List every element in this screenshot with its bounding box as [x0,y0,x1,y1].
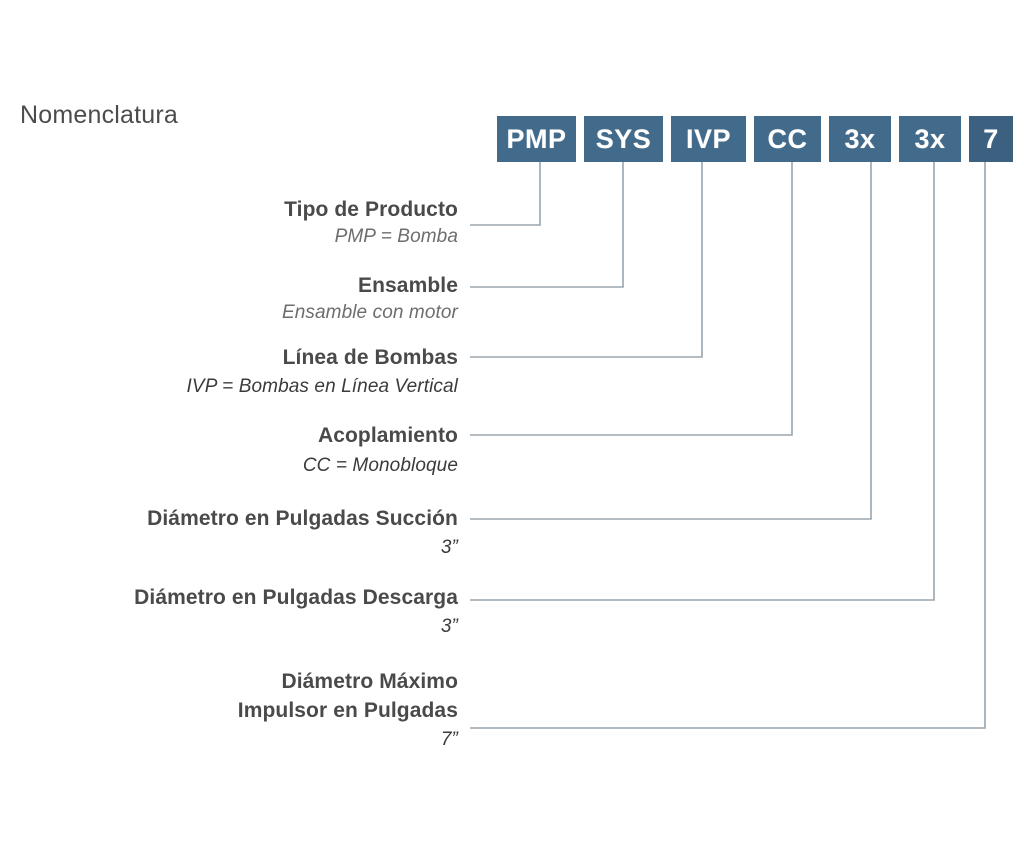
connector-row-5 [470,162,872,520]
connector-row-4 [470,162,793,436]
code-box-label: CC [767,123,808,154]
code-box-label: 7 [983,123,999,154]
code-box-cc[interactable]: CC [754,116,821,162]
page-title: Nomenclatura [20,101,179,129]
code-box-label: SYS [595,123,652,154]
connector-row-2 [470,162,624,288]
code-box-label: 3x [844,123,876,154]
row-2-title: Ensamble [357,274,458,297]
code-string-boxes: PMP SYS IVP CC 3x 3x 7 [497,116,1013,162]
connector-row-1 [470,162,541,226]
row-5-subtitle: 3” [440,537,458,558]
connector-row-7 [470,162,986,729]
row-6-title: Diámetro en Pulgadas Descarga [134,586,458,609]
row-1-title: Tipo de Producto [284,198,458,221]
row-1-subtitle: PMP = Bomba [334,226,458,247]
code-box-7[interactable]: 7 [969,116,1013,162]
row-4-title: Acoplamiento [317,424,458,447]
connector-row-3 [470,162,703,358]
row-4-subtitle: CC = Monobloque [302,455,458,476]
code-box-ivp[interactable]: IVP [671,116,746,162]
row-7-subtitle: 7” [440,729,458,750]
code-box-pmp[interactable]: PMP [497,116,576,162]
row-2-subtitle: Ensamble con motor [281,302,458,323]
code-box-3x[interactable]: 3x [829,116,891,162]
row-6-subtitle: 3” [440,616,458,637]
code-box-3x[interactable]: 3x [899,116,961,162]
code-box-sys[interactable]: SYS [584,116,663,162]
code-box-label: 3x [914,123,946,154]
code-box-label: PMP [506,123,567,154]
row-3-title: Línea de Bombas [282,346,458,369]
row-3-subtitle: IVP = Bombas en Línea Vertical [186,376,458,397]
row-5-title: Diámetro en Pulgadas Succión [147,507,458,530]
connector-row-6 [470,162,935,601]
code-box-label: IVP [685,123,732,154]
